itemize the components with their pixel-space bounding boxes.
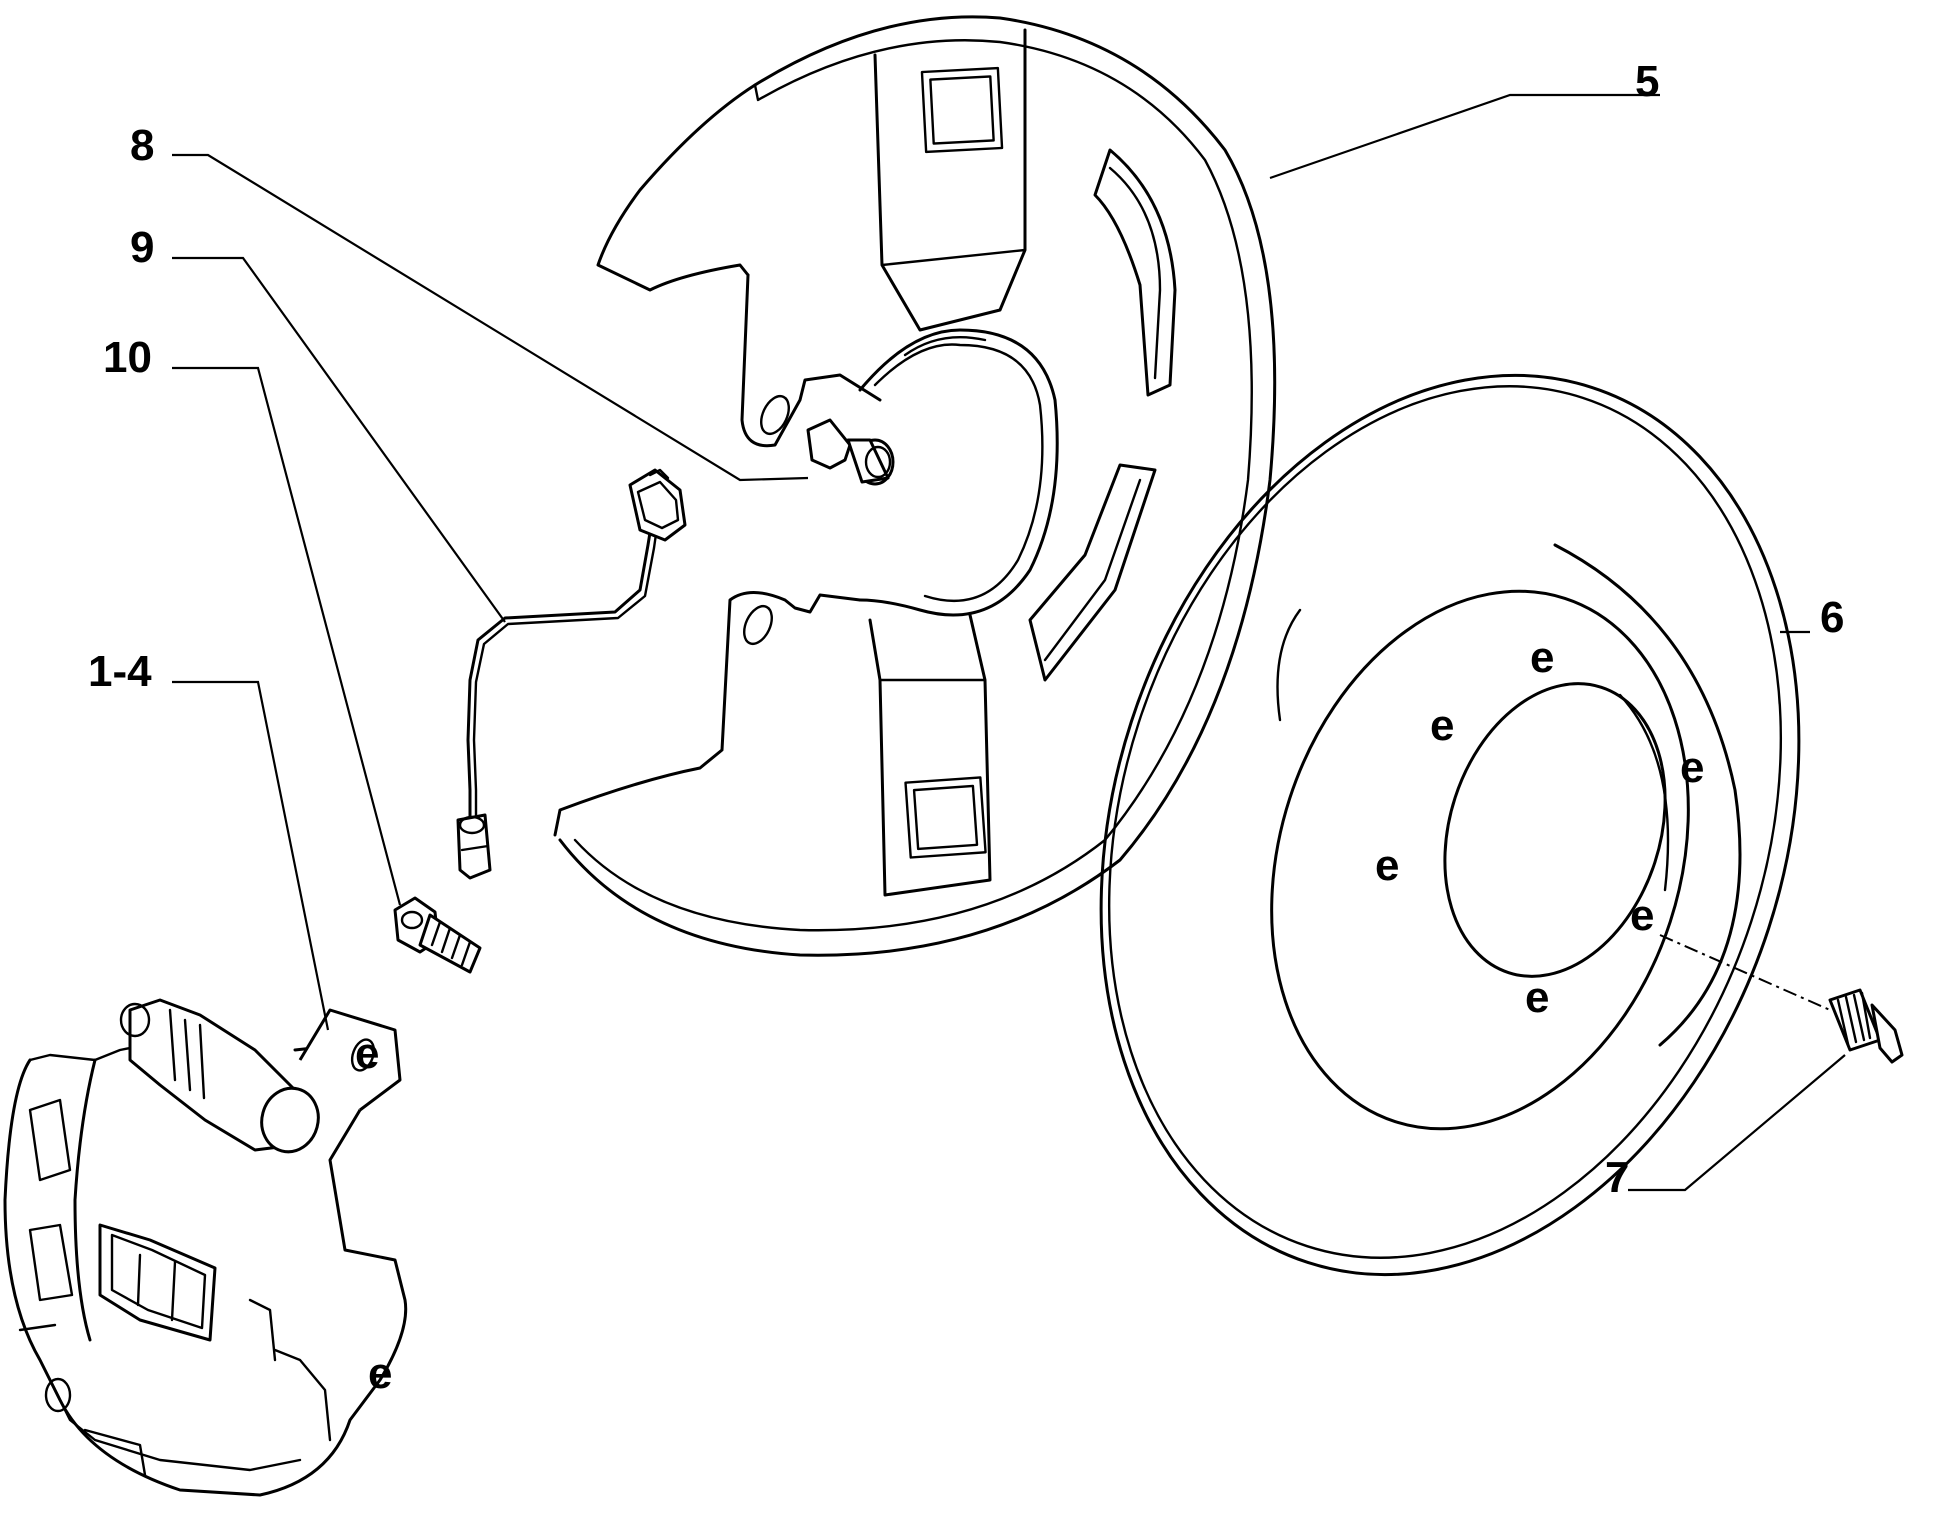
bolt-8[interactable] [806,418,895,486]
label-part-7: 7 [1605,1153,1629,1202]
svg-text:e: e [355,1029,379,1078]
svg-text:e: e [1630,891,1654,940]
brake-disc[interactable]: e e e e e e [989,284,1911,1366]
leader-lines [172,93,1846,1192]
brake-caliper[interactable]: e e [3,998,408,1497]
label-part-8: 8 [130,121,154,170]
part-labels: 5 6 7 8 9 10 1-4 [88,57,1844,1202]
disc-bolt-holes: e e e e e e [1375,633,1704,1022]
svg-text:e: e [1525,973,1549,1022]
label-part-6: 6 [1820,593,1844,642]
brake-dust-shield[interactable] [553,15,1277,957]
label-part-1-4: 1-4 [88,647,152,696]
label-part-9: 9 [130,223,154,272]
svg-text:e: e [1680,743,1704,792]
svg-text:e: e [1430,701,1454,750]
svg-text:e: e [368,1349,392,1398]
wear-sensor[interactable] [456,468,687,880]
wheel-stud[interactable] [1828,988,1904,1064]
label-part-10: 10 [103,333,152,382]
svg-text:e: e [1530,633,1554,682]
guide-bolt-10[interactable] [393,896,482,974]
label-part-5: 5 [1635,57,1659,106]
svg-text:e: e [1375,841,1399,890]
